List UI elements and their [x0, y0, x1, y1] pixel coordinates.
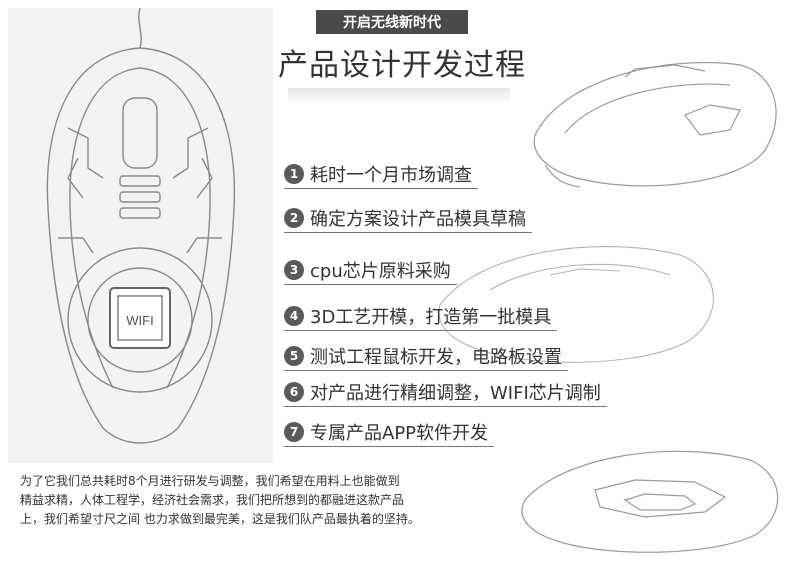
step-number-badge: 1: [284, 164, 304, 184]
page-title: 产品设计开发过程: [278, 48, 526, 83]
mouse-drawing: WIFI: [46, 7, 236, 444]
slogan-badge: 开启无线新时代: [316, 10, 468, 34]
step-text: 测试工程鼠标开发，电路板设置: [310, 347, 562, 368]
title-underline-decoration: [288, 88, 510, 104]
step-number-badge: 3: [284, 260, 304, 280]
step-text: 确定方案设计产品模具草稿: [310, 209, 526, 230]
step-number-badge: 5: [284, 346, 304, 366]
mouse-wifi-label: WIFI: [126, 313, 153, 328]
step-item: 1 耗时一个月市场调查: [284, 160, 478, 189]
mouse-top-view-illustration: WIFI: [8, 7, 273, 463]
mouse-side-sketch-top: [533, 62, 777, 188]
step-item: 4 3D工艺开模，打造第一批模具: [284, 302, 558, 331]
step-number-badge: 7: [284, 422, 304, 442]
step-text: 对产品进行精细调整，WIFI芯片调制: [310, 383, 601, 404]
step-number-badge: 2: [284, 208, 304, 228]
step-text: 耗时一个月市场调查: [310, 165, 472, 186]
mouse-side-sketch-bottom: [521, 450, 779, 553]
step-item: 2 确定方案设计产品模具草稿: [284, 204, 532, 233]
description-line: 为了它我们总共耗时8个月进行研发与调整，我们希望在用料上也能做到: [20, 474, 400, 488]
step-item: 6 对产品进行精细调整，WIFI芯片调制: [284, 378, 607, 407]
step-text: 3D工艺开模，打造第一批模具: [310, 307, 552, 328]
description-line: 上，我们希望寸尺之间 也力求做到最完美，这是我们队产品最执着的坚持。: [20, 512, 420, 526]
step-item: 5 测试工程鼠标开发，电路板设置: [284, 342, 568, 371]
description-line: 精益求精，人体工程学，经济社会需求，我们把所想到的都融进这款产品: [20, 493, 405, 507]
mouse-side-sketch-middle: [438, 246, 714, 363]
step-text: cpu芯片原料采购: [310, 261, 451, 282]
step-text: 专属产品APP软件开发: [310, 423, 489, 444]
step-item: 3 cpu芯片原料采购: [284, 256, 457, 285]
step-item: 7 专属产品APP软件开发: [284, 418, 495, 447]
description-paragraph: 为了它我们总共耗时8个月进行研发与调整，我们希望在用料上也能做到 精益求精，人体…: [20, 472, 520, 529]
step-number-badge: 4: [284, 306, 304, 326]
step-number-badge: 6: [284, 382, 304, 402]
